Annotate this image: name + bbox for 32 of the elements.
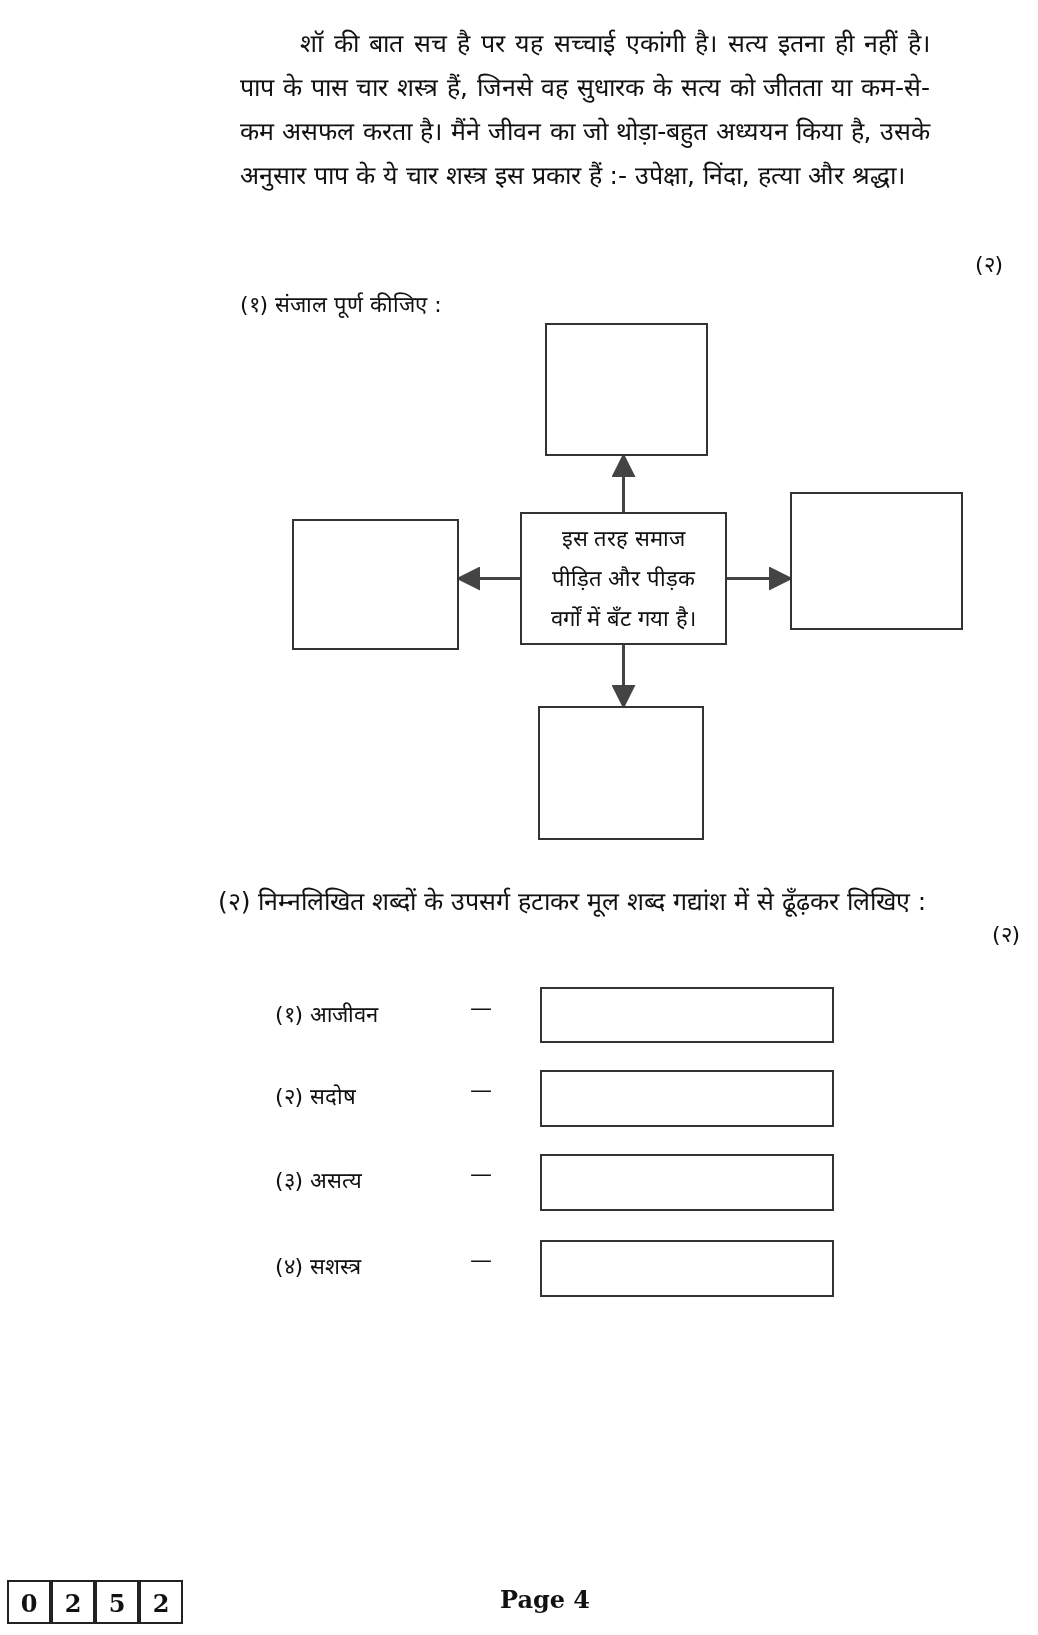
empty-box — [790, 492, 963, 630]
question-text: (१) संजाल पूर्ण कीजिए : — [240, 291, 442, 318]
item-text: (३) असत्य — [275, 1167, 363, 1194]
dash: — — [470, 995, 492, 1020]
empty-box — [545, 323, 708, 456]
empty-box — [292, 519, 459, 650]
passage-text: शॉ की बात सच है पर यह सच्चाई एकांगी है। सत्य इतना ही नहीं है। पाप के पास चार शस्त्र हैं, जिनसे वह सुधारक के सत्य को जीतता या कम-से-कम असफल करता है। मैंने जीवन का जो थोड़ा-बहुत अध्ययन किया है, उसके अनुसार पाप के ये चार शस्त्र इस प्रकार हैं :- उपेक्षा, निंदा, हत्या और श्रद्धा। — [240, 28, 930, 193]
answer-box — [540, 1070, 834, 1127]
question-text: (२) निम्नलिखित शब्दों के उपसर्ग हटाकर मूल शब्द गद्यांश में से ढूँढ़कर लिखिए : — [218, 886, 928, 919]
code-digit: 5 — [95, 1580, 139, 1624]
answer-box — [540, 987, 834, 1043]
item-text: (४) सशस्त्र — [275, 1253, 362, 1280]
arrow — [456, 566, 520, 591]
code-digit: 0 — [7, 1580, 51, 1624]
marks-number: (२) — [992, 921, 1021, 948]
marks-number: (२) — [975, 251, 1004, 278]
box-text: इस तरह समाज पीड़ित और पीड़क वर्गों में बँट गया है। — [549, 524, 698, 633]
item-text: (१) आजीवन — [275, 1001, 379, 1028]
arrow — [727, 566, 793, 591]
dash: — — [470, 1161, 492, 1186]
arrow — [611, 453, 636, 512]
dash: — — [470, 1247, 492, 1272]
dash: — — [470, 1077, 492, 1102]
answer-box — [540, 1154, 834, 1211]
center-box — [520, 512, 727, 645]
item-text: (२) सदोष — [275, 1083, 357, 1110]
page-number: Page 4 — [500, 1585, 591, 1614]
empty-box — [538, 706, 704, 840]
code-digit: 2 — [51, 1580, 95, 1624]
code-digit: 2 — [139, 1580, 183, 1624]
arrow — [611, 645, 636, 709]
answer-box — [540, 1240, 834, 1297]
